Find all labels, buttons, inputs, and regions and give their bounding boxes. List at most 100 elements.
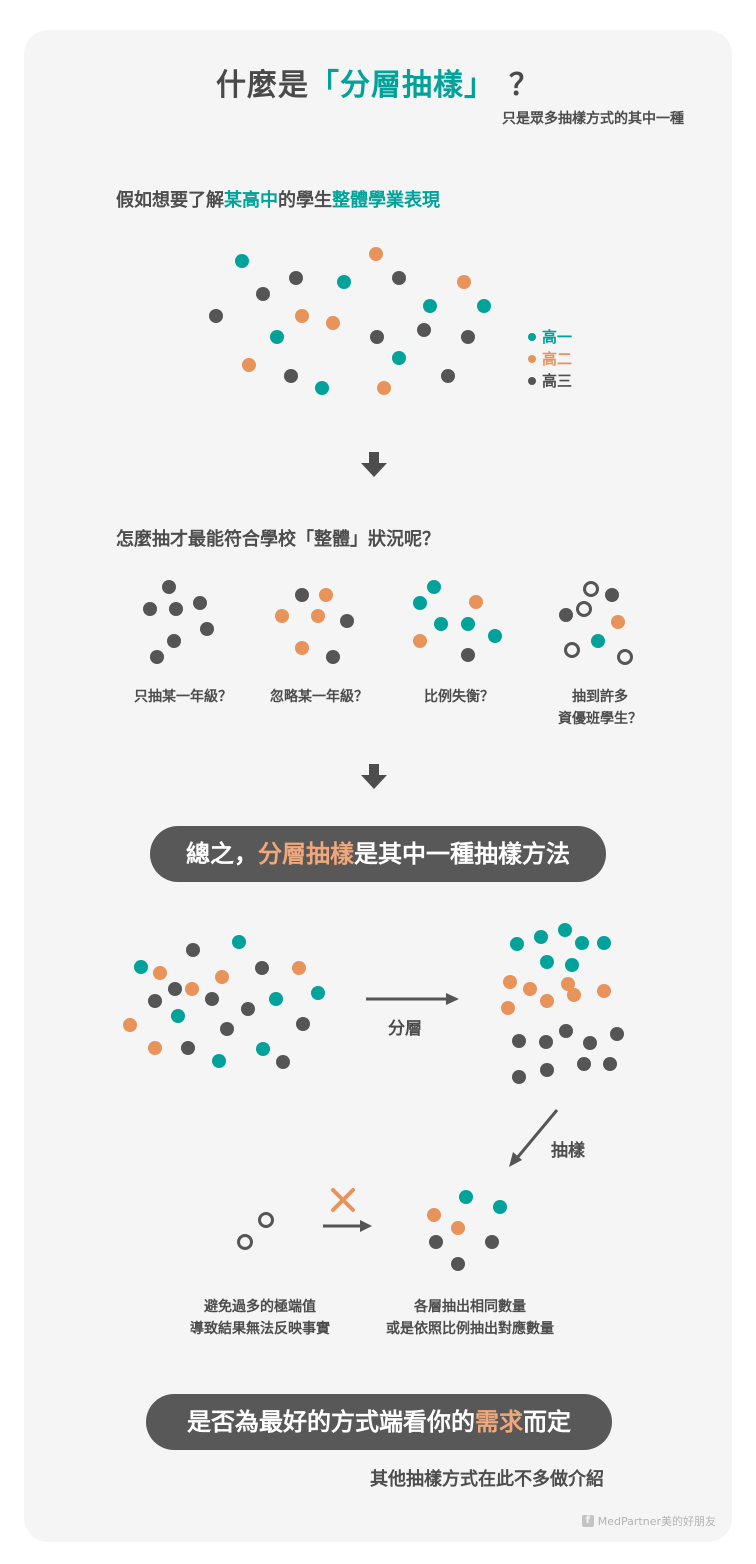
student-dot xyxy=(485,1235,499,1249)
student-dot xyxy=(539,1035,553,1049)
student-dot xyxy=(417,323,431,337)
student-dot xyxy=(186,943,200,957)
final-note: 其他抽樣方式在此不多做介紹 xyxy=(370,1469,604,1490)
student-dot xyxy=(295,309,309,323)
question-whole-school: 假如想要了解某高中的學生整體學業表現 xyxy=(116,190,440,211)
facebook-icon: f xyxy=(581,1515,594,1527)
student-dot xyxy=(597,936,611,950)
student-dot xyxy=(134,960,148,974)
student-dot xyxy=(295,641,309,655)
extreme-value-dot xyxy=(258,1212,274,1228)
caption-sampling-rule: 各層抽出相同數量或是依照比例抽出對應數量 xyxy=(386,1299,554,1337)
student-dot xyxy=(441,369,455,383)
student-dot xyxy=(315,381,329,395)
grade-legend: 高一 高二 高三 xyxy=(528,326,572,392)
student-dot xyxy=(501,1001,515,1015)
flow-arrows xyxy=(323,452,559,1232)
student-dot xyxy=(512,1034,526,1048)
student-dot xyxy=(540,994,554,1008)
student-dot xyxy=(558,923,572,937)
student-dot xyxy=(461,330,475,344)
page-subtitle: 只是眾多抽樣方式的其中一種 xyxy=(502,111,684,127)
down-arrow-icon xyxy=(361,452,387,477)
right-arrow-icon xyxy=(366,993,459,1005)
extreme-value-dot xyxy=(617,649,633,665)
student-dot xyxy=(561,977,575,991)
conclusion-banner: 是否為最好的方式端看你的需求而定 xyxy=(146,1394,612,1450)
caption-imbalanced-ratio: 比例失衡？ xyxy=(424,689,494,705)
student-dot xyxy=(181,1041,195,1055)
student-dot xyxy=(567,988,581,1002)
student-dot xyxy=(123,1018,137,1032)
student-dot xyxy=(292,961,306,975)
student-dot xyxy=(256,287,270,301)
caption-one-grade-only: 只抽某一年級？ xyxy=(134,689,232,705)
student-dot xyxy=(256,1042,270,1056)
extreme-value-dot xyxy=(564,642,580,658)
student-dot xyxy=(392,271,406,285)
student-dot xyxy=(171,1009,185,1023)
student-dot xyxy=(512,1070,526,1084)
student-dot xyxy=(461,648,475,662)
student-dot xyxy=(459,1190,473,1204)
student-dot xyxy=(565,958,579,972)
student-dot xyxy=(427,1208,441,1222)
caption-gifted-students: 抽到許多資優班學生？ xyxy=(558,689,642,727)
student-dot xyxy=(150,650,164,664)
student-dot xyxy=(185,982,199,996)
student-dot xyxy=(451,1257,465,1271)
infographic-card xyxy=(24,30,732,1542)
student-dot xyxy=(370,330,384,344)
student-dot xyxy=(488,629,502,643)
student-dot xyxy=(577,1057,591,1071)
student-dot xyxy=(255,961,269,975)
student-dots xyxy=(123,247,633,1271)
down-arrow-icon xyxy=(361,764,387,789)
student-dot xyxy=(311,986,325,1000)
student-dot xyxy=(295,588,309,602)
student-dot xyxy=(311,609,325,623)
student-dot xyxy=(591,634,605,648)
crossed-arrow-icon xyxy=(323,1220,372,1232)
student-dot xyxy=(377,381,391,395)
student-dot xyxy=(209,309,223,323)
student-dot xyxy=(275,609,289,623)
student-dot xyxy=(413,634,427,648)
caption-avoid-extremes: 避免過多的極端值導致結果無法反映事實 xyxy=(190,1299,330,1337)
student-dot xyxy=(326,316,340,330)
student-dot xyxy=(212,1054,226,1068)
student-dot xyxy=(148,1041,162,1055)
caption-ignore-grade: 忽略某一年級？ xyxy=(270,689,368,705)
student-dot xyxy=(153,966,167,980)
student-dot xyxy=(457,275,471,289)
extreme-value-dot xyxy=(583,581,599,597)
student-dot xyxy=(193,596,207,610)
student-dot xyxy=(611,615,625,629)
page-title: 什麼是「分層抽樣」？ xyxy=(216,68,540,103)
student-dot xyxy=(427,580,441,594)
student-dot xyxy=(167,634,181,648)
summary-banner: 總之，分層抽樣是其中一種抽樣方法 xyxy=(150,826,606,882)
student-dot xyxy=(235,254,249,268)
student-dot xyxy=(559,608,573,622)
cross-mark-icon xyxy=(331,1188,355,1212)
student-dot xyxy=(241,1002,255,1016)
student-dot xyxy=(284,369,298,383)
student-dot xyxy=(559,1024,573,1038)
student-dot xyxy=(423,299,437,313)
student-dot xyxy=(232,935,246,949)
student-dot xyxy=(605,588,619,602)
student-dot xyxy=(296,1017,310,1031)
legend-item-grade3: 高三 xyxy=(528,370,572,392)
student-dot xyxy=(429,1235,443,1249)
student-dot xyxy=(276,1055,290,1069)
title-highlight: 「分層抽樣」 xyxy=(309,68,495,103)
student-dot xyxy=(169,602,183,616)
student-dot xyxy=(610,1027,624,1041)
student-dot xyxy=(540,955,554,969)
student-dot xyxy=(392,351,406,365)
student-dot xyxy=(503,975,517,989)
student-dot xyxy=(205,992,219,1006)
student-dot xyxy=(340,614,354,628)
